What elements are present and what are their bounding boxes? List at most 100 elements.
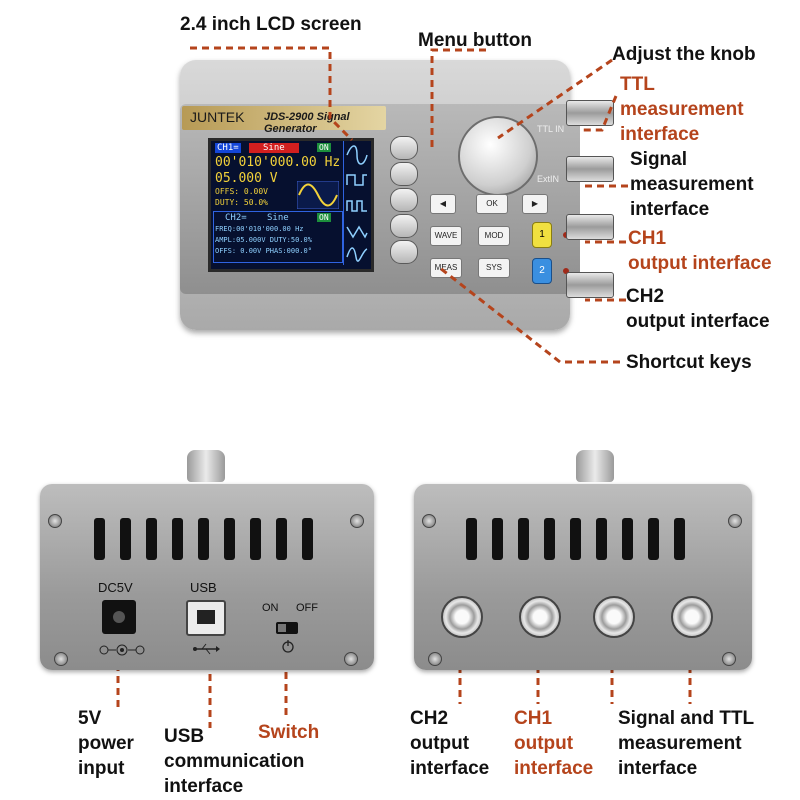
ch1-wave: Sine xyxy=(249,143,299,153)
screw-icon xyxy=(350,514,364,528)
callout-ch1-rear-line3: interface xyxy=(514,758,594,779)
callout-power-line2: power xyxy=(78,733,134,754)
ext-in-label: ExtIN xyxy=(537,174,560,184)
ch1-frequency: 00'010'000.00 Hz xyxy=(215,155,341,170)
usb-symbol-icon xyxy=(193,643,220,655)
mod-key[interactable]: MOD xyxy=(478,226,510,246)
ttl-in-label: TTL IN xyxy=(537,124,565,134)
adjust-knob[interactable] xyxy=(458,116,538,196)
dc5v-label: DC5V xyxy=(98,580,133,595)
sys-key[interactable]: SYS xyxy=(478,258,510,278)
power-switch[interactable] xyxy=(276,622,298,634)
callout-ch1-rear-line1: CH1 xyxy=(514,708,553,729)
ok-key[interactable]: OK xyxy=(476,194,508,214)
brand-name: JUNTEK xyxy=(190,109,245,125)
callout-power-line1: 5V xyxy=(78,708,102,729)
signal-rear-bnc[interactable] xyxy=(593,596,635,638)
screw-icon xyxy=(54,652,68,666)
screw-icon xyxy=(722,652,736,666)
rear-left-knob-top xyxy=(187,450,225,482)
usb-b-port[interactable] xyxy=(186,600,226,636)
ch2-rear-bnc[interactable] xyxy=(441,596,483,638)
callout-ch2-line1: CH2 xyxy=(626,286,665,307)
screw-icon xyxy=(48,514,62,528)
vent-slot xyxy=(276,518,287,560)
callout-lcd-screen: 2.4 inch LCD screen xyxy=(180,14,362,35)
vent-slot xyxy=(544,518,555,560)
callout-adjust-knob: Adjust the knob xyxy=(612,44,756,65)
rear-panel-connectors xyxy=(414,484,752,670)
callout-ch2-rear-line3: interface xyxy=(410,758,490,779)
callout-ch2-rear: CH2 output interface xyxy=(410,706,489,781)
ch1-bnc-connector[interactable] xyxy=(566,214,614,240)
callout-signal-line2: measurement xyxy=(630,174,754,195)
callout-menu-button: Menu button xyxy=(418,30,532,51)
vent-slot xyxy=(518,518,529,560)
screw-icon xyxy=(422,514,436,528)
ch1-duty: DUTY: 50.0% xyxy=(215,198,268,207)
ch1-state: ON xyxy=(317,143,331,152)
wave-key[interactable]: WAVE xyxy=(430,226,462,246)
vent-slot xyxy=(250,518,261,560)
menu-button-1[interactable] xyxy=(390,136,418,160)
ch1-key[interactable]: 1 xyxy=(532,222,552,248)
screw-icon xyxy=(344,652,358,666)
ch2-state: ON xyxy=(317,213,331,222)
ttl-bnc-connector[interactable] xyxy=(566,100,614,126)
vent-slot xyxy=(570,518,581,560)
usb-label: USB xyxy=(190,580,217,595)
menu-button-5[interactable] xyxy=(390,240,418,264)
callout-ttl-line1: TTL xyxy=(620,74,655,95)
rear-panel-power: DC5V USB ON OFF xyxy=(40,484,374,670)
menu-button-2[interactable] xyxy=(390,162,418,186)
dc-polarity-icon xyxy=(99,644,145,656)
vent-slot xyxy=(674,518,685,560)
vent-slot xyxy=(648,518,659,560)
on-label: ON xyxy=(262,602,279,614)
callout-ch2: CH2 output interface xyxy=(626,284,770,334)
vent-slot xyxy=(622,518,633,560)
callout-ch2-line2: output interface xyxy=(626,311,770,332)
menu-button-4[interactable] xyxy=(390,214,418,238)
callout-switch: Switch xyxy=(258,722,320,743)
callout-signal-ttl-rear: Signal and TTL measurement interface xyxy=(618,706,754,781)
vent-slot xyxy=(94,518,105,560)
ttl-rear-bnc[interactable] xyxy=(671,596,713,638)
model-name: JDS-2900 Signal Generator xyxy=(264,111,350,135)
menu-button-3[interactable] xyxy=(390,188,418,212)
ch2-box xyxy=(213,211,343,263)
callout-ch2-rear-line1: CH2 xyxy=(410,708,449,729)
lcd-screen: CH1= Sine ON 00'010'000.00 Hz 05.000 V O… xyxy=(208,138,374,272)
rear-right-knob-top xyxy=(576,450,614,482)
meas-key[interactable]: MEAS xyxy=(430,258,462,278)
ch2-key[interactable]: 2 xyxy=(532,258,552,284)
vent-slot xyxy=(492,518,503,560)
dc-power-jack[interactable] xyxy=(102,600,136,634)
screw-icon xyxy=(428,652,442,666)
vent-slot xyxy=(120,518,131,560)
ch1-amplitude: 05.000 V xyxy=(215,171,278,186)
off-label: OFF xyxy=(296,602,318,614)
ch1-rear-bnc[interactable] xyxy=(519,596,561,638)
vent-slot xyxy=(302,518,313,560)
ch2-wave: Sine xyxy=(267,213,289,223)
callout-ch1-rear: CH1 output interface xyxy=(514,706,593,781)
ch1-sine-preview xyxy=(297,181,339,209)
signal-bnc-connector[interactable] xyxy=(566,156,614,182)
callout-shortcut-keys: Shortcut keys xyxy=(626,352,752,373)
ch2-bnc-connector[interactable] xyxy=(566,272,614,298)
brand-strip: JUNTEK JDS-2900 Signal Generator xyxy=(182,106,386,135)
right-arrow-key[interactable]: ▶ xyxy=(522,194,548,214)
ch1-label: CH1= xyxy=(215,143,241,153)
callout-ch1: CH1 output interface xyxy=(628,226,772,276)
vent-slot xyxy=(596,518,607,560)
callout-ch1-line1: CH1 xyxy=(628,228,667,249)
left-arrow-key[interactable]: ◀ xyxy=(430,194,456,214)
callout-ttl: TTL measurement interface xyxy=(620,72,744,147)
callout-ch2-rear-line2: output xyxy=(410,733,470,754)
callout-signal-line3: interface xyxy=(630,199,710,220)
callout-ch1-rear-line2: output xyxy=(514,733,574,754)
vent-slot xyxy=(146,518,157,560)
callout-signal-ttl-line3: interface xyxy=(618,758,698,779)
wave-menu-icons xyxy=(346,145,368,262)
